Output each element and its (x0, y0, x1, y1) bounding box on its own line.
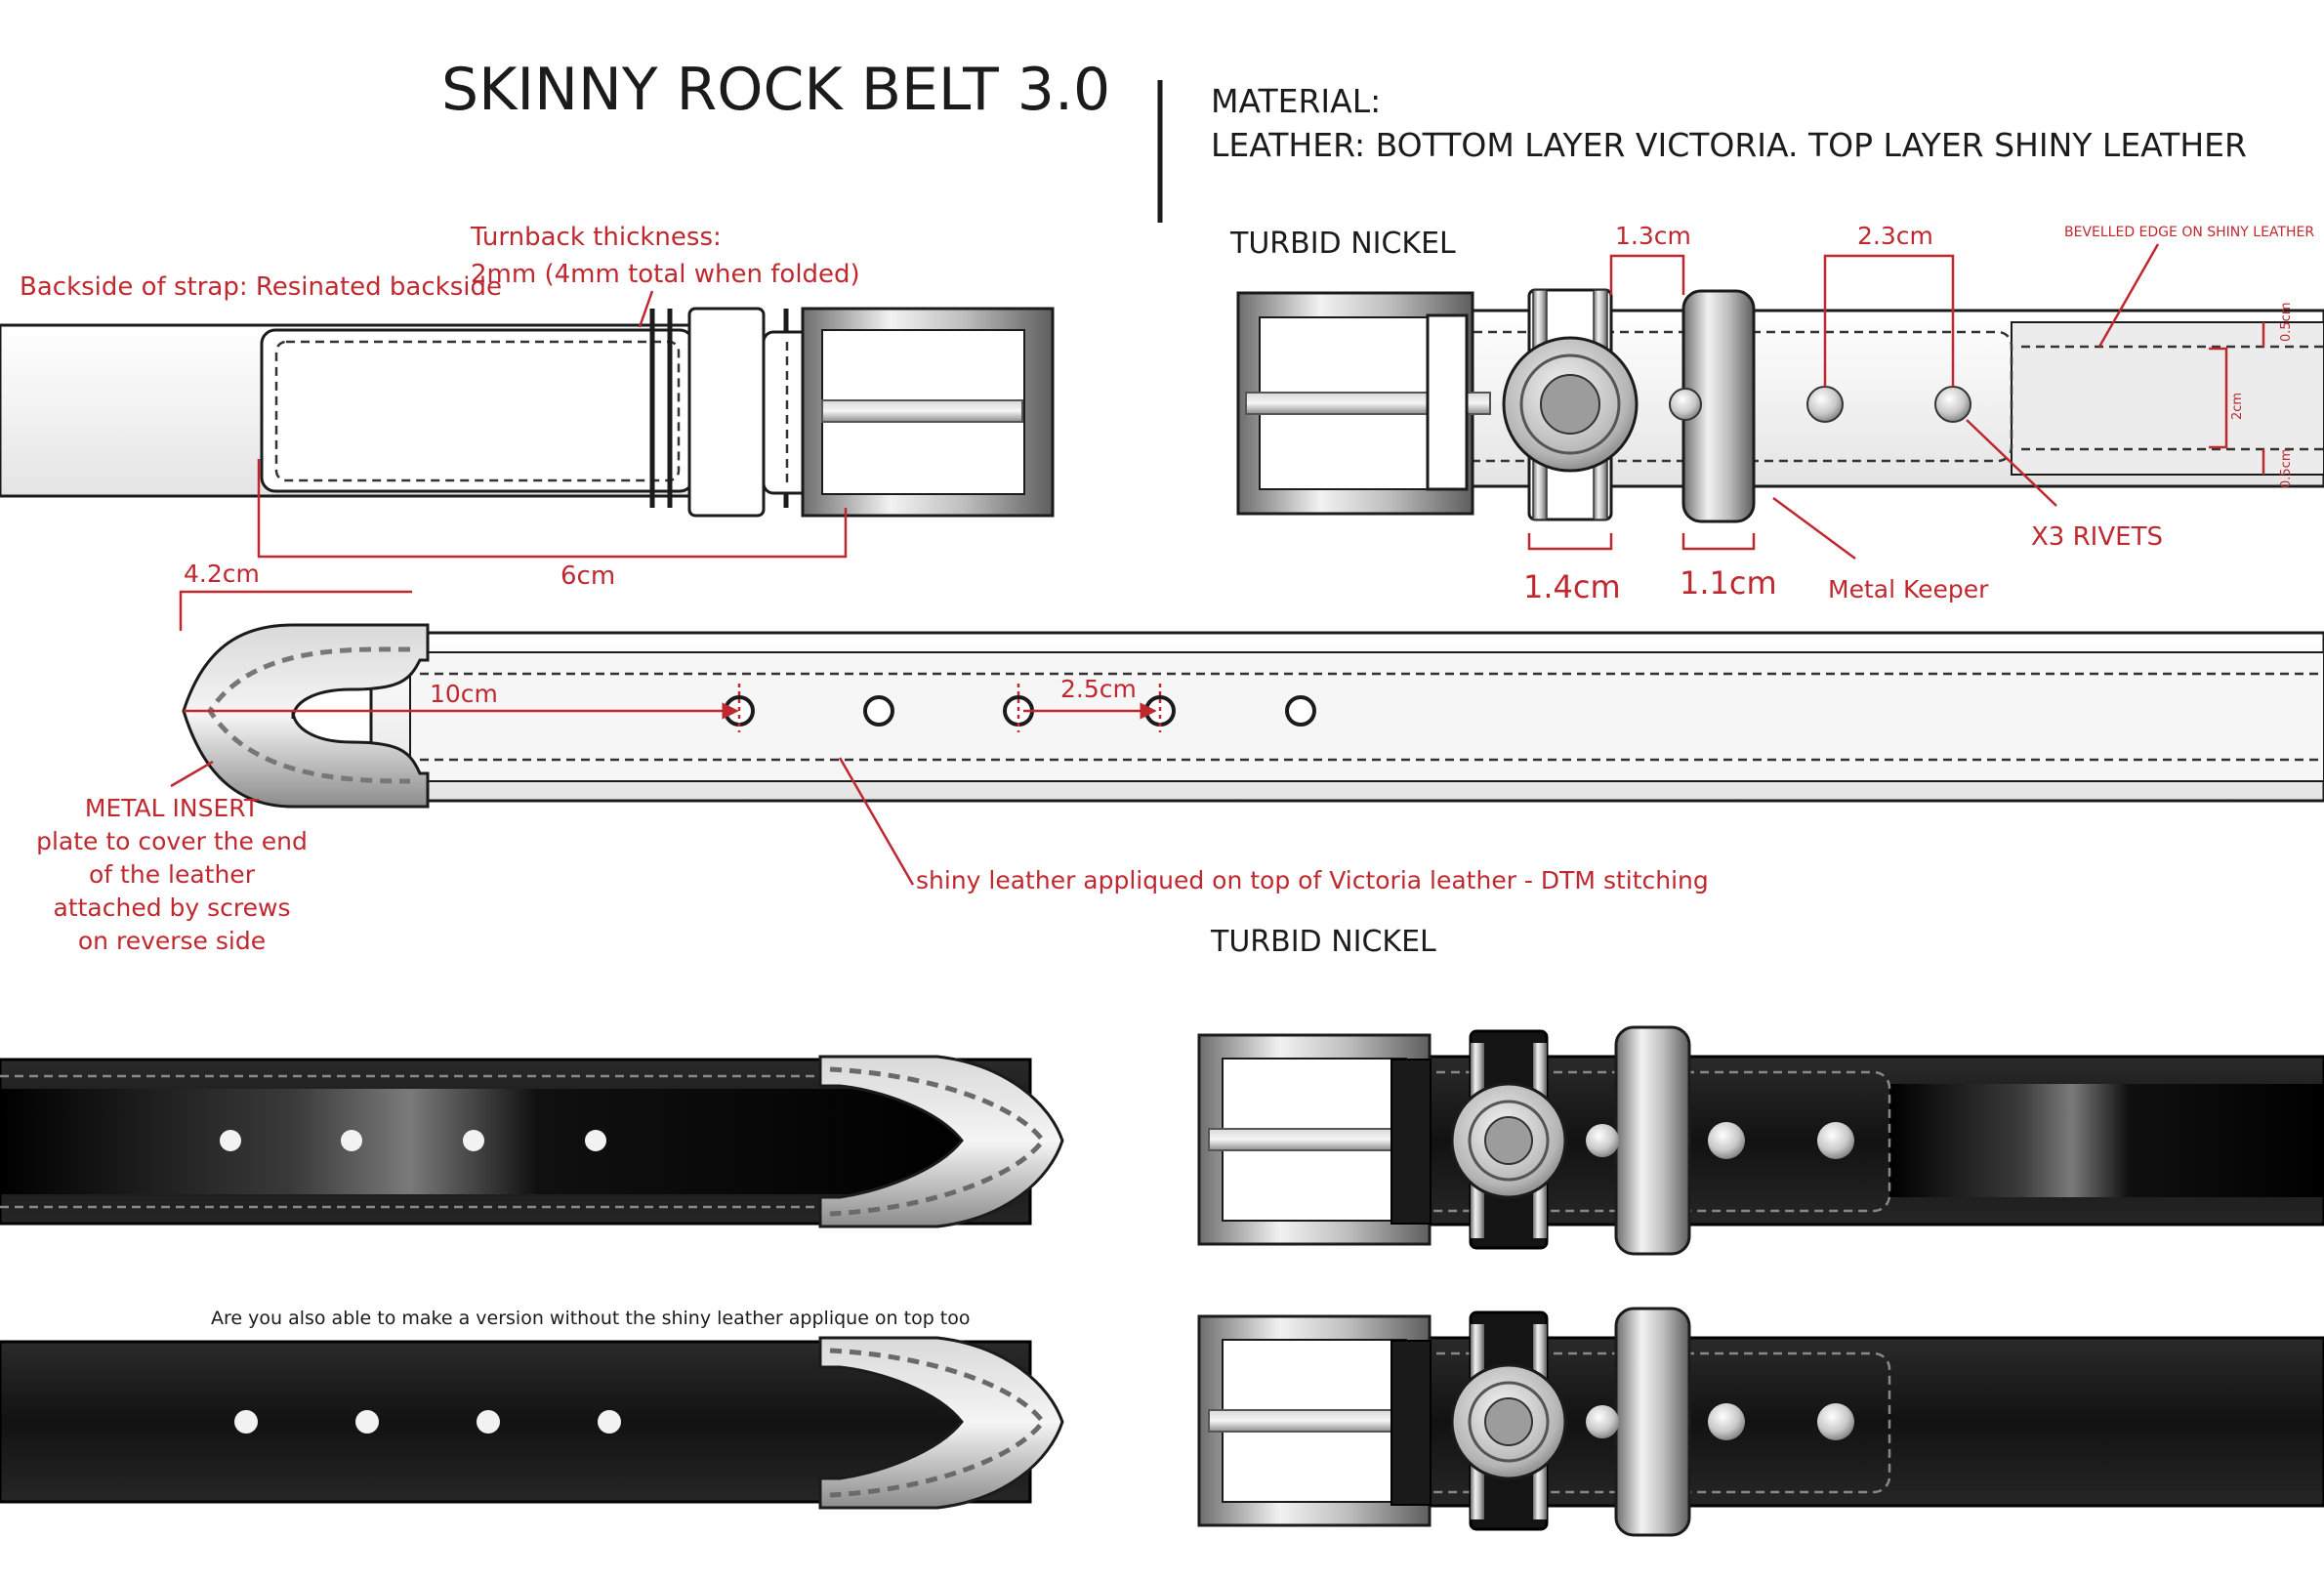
dim-1-3cm-label: 1.3cm (1615, 222, 1691, 250)
buckle-end-black-plain (1197, 1307, 2324, 1537)
shiny-applique (409, 651, 2324, 782)
belt-hole (477, 1410, 500, 1434)
fold-stitching (274, 340, 681, 482)
insert-note-3: of the leather (89, 860, 256, 889)
buckle-prong (821, 399, 1023, 423)
medallion-ring (1468, 1381, 1550, 1463)
dim-2-3cm-label: 2.3cm (1857, 222, 1933, 250)
turnback-note-1: Turnback thickness: (470, 223, 722, 252)
leather-spec: LEATHER: BOTTOM LAYER VICTORIA. TOP LAYE… (1211, 126, 2247, 164)
turnback-leader (638, 290, 654, 328)
dim-1-1cm-line (1681, 533, 1756, 551)
dim-2-5cm-label: 2.5cm (1060, 675, 1137, 703)
buckle-prong (1208, 1128, 1415, 1151)
shiny-inlay (2011, 321, 2324, 476)
rivet (1806, 386, 1844, 423)
plain-version-question: Are you also able to make a version with… (211, 1308, 971, 1329)
rivet (1586, 1124, 1619, 1157)
metal-keeper (1614, 1025, 1691, 1256)
insert-note-4: attached by screws (54, 894, 291, 922)
rivet (1817, 1122, 1854, 1159)
metal-keeper (1614, 1307, 1691, 1537)
strap-tab (1390, 1059, 1432, 1225)
rivets-note: X3 RIVETS (2031, 522, 2163, 552)
rivet (1586, 1405, 1619, 1438)
buckle-prong (1208, 1409, 1415, 1433)
backside-note: Backside of strap: Resinated backside (20, 272, 502, 302)
tip-end-black-plain (0, 1336, 1064, 1510)
dim-2-3cm-line (1823, 254, 1955, 387)
dim-0-5cm-a-label: 0.5cm (2279, 303, 2294, 343)
belt-hole (220, 1130, 241, 1151)
strap-tab-front (1426, 313, 1469, 491)
buckle-end-front-view (1236, 288, 2324, 523)
belt-hole (355, 1410, 379, 1434)
insert-leader (170, 760, 214, 788)
dim-0-5cm-b-label: 0.5cm (2279, 449, 2294, 489)
tip-end-white-view (182, 623, 2324, 809)
rivet (1708, 1122, 1745, 1159)
belt-hole (585, 1130, 606, 1151)
applique-note: shiny leather appliqued on top of Victor… (916, 866, 1709, 894)
bevelled-leader (2097, 243, 2160, 348)
applique-leader (838, 757, 915, 886)
finish-label-top: TURBID NICKEL (1229, 227, 1456, 261)
lion-crest-icon (1540, 374, 1600, 435)
laurel-engraving-icon (829, 1348, 1047, 1498)
lion-crest-icon (1484, 1116, 1533, 1165)
metal-keeper-note: Metal Keeper (1828, 575, 1989, 603)
lion-crest-icon (1484, 1397, 1533, 1446)
metal-tip-insert (182, 623, 430, 809)
dim-1-1cm-label: 1.1cm (1680, 564, 1777, 602)
page-title: SKINNY ROCK BELT 3.0 (441, 56, 1110, 124)
dim-6cm-label: 6cm (560, 561, 615, 591)
belt-hole (598, 1410, 621, 1434)
buckle-end-black-shiny (1197, 1025, 2324, 1256)
belt-hole (863, 695, 894, 727)
finish-label-bottom: TURBID NICKEL (1210, 925, 1436, 959)
strap-tab (1390, 1340, 1432, 1506)
keeper-leader (1772, 496, 1856, 561)
dim-2cm-label: 2cm (2230, 393, 2245, 420)
buckle-end-side-view (0, 307, 1055, 518)
rivets-leader (1966, 419, 2057, 507)
metal-tip-plain (818, 1336, 1064, 1510)
rivet (1708, 1403, 1745, 1440)
fold-panel (260, 328, 695, 493)
rivet (1669, 388, 1702, 421)
belt-hole (463, 1130, 484, 1151)
dim-2cm-line (2209, 347, 2228, 449)
shiny-applique-black-buckle (1889, 1084, 2324, 1197)
belt-hole (234, 1410, 258, 1434)
dim-10cm-label: 10cm (430, 680, 498, 708)
turnback-note-2: 2mm (4mm total when folded) (471, 260, 860, 289)
dim-4-2cm-line (179, 590, 412, 631)
rivet (1934, 386, 1971, 423)
dim-6cm-line (257, 459, 848, 559)
dim-1-4cm-label: 1.4cm (1523, 568, 1621, 605)
insert-note-2: plate to cover the end (36, 827, 308, 855)
insert-note-1: METAL INSERT (85, 794, 260, 822)
dim-1-4cm-line (1527, 533, 1613, 551)
belt-hole (1285, 695, 1316, 727)
medallion-ring (1519, 353, 1621, 455)
medallion-ring (1468, 1100, 1550, 1182)
laurel-engraving-icon (829, 1066, 1047, 1217)
belt-hole (341, 1130, 362, 1151)
insert-note-5: on reverse side (78, 927, 266, 955)
shiny-applique-black (0, 1089, 976, 1194)
material-label: MATERIAL: (1211, 82, 1381, 120)
dim-1-3cm-line (1609, 254, 1685, 295)
metal-tip-black (818, 1055, 1064, 1228)
tip-end-black-shiny (0, 1055, 1064, 1228)
rivet (1817, 1403, 1854, 1440)
bevelled-note: BEVELLED EDGE ON SHINY LEATHER (2064, 225, 2314, 240)
keeper-loop (687, 307, 766, 518)
dim-4-2cm-label: 4.2cm (184, 560, 260, 588)
